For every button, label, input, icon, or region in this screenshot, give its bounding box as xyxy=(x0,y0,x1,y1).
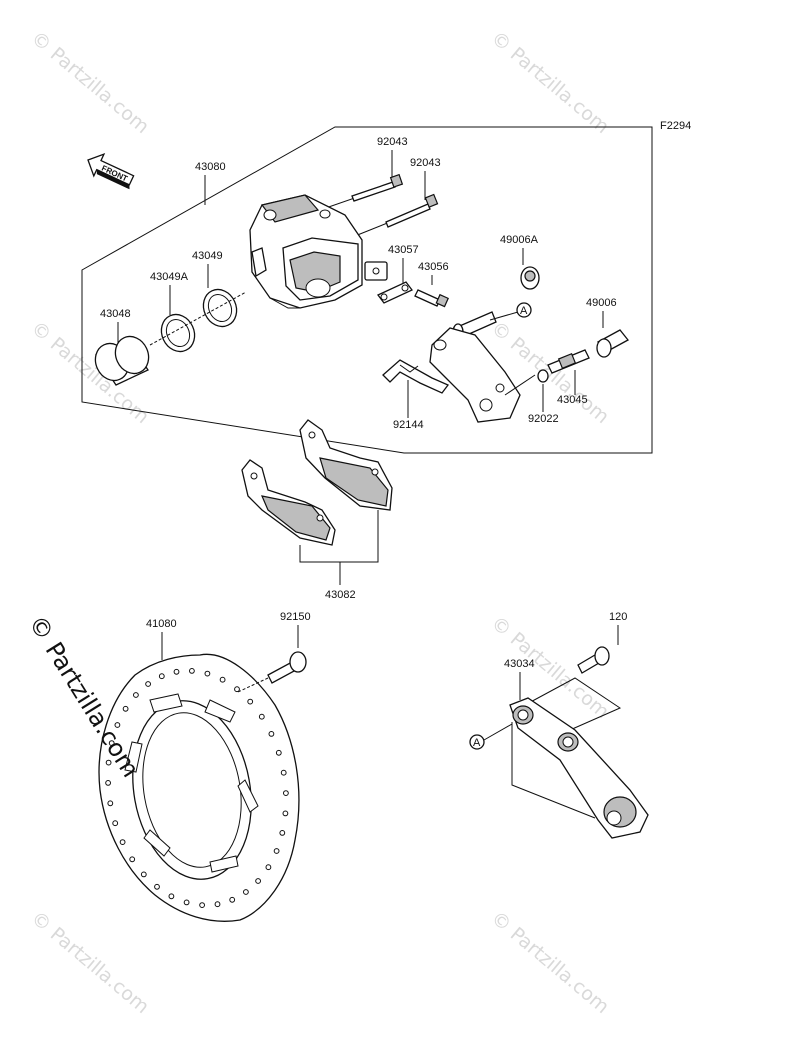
disc-vent-hole xyxy=(273,848,280,854)
reference-marker-a: A xyxy=(469,734,485,750)
part-label-120: 120 xyxy=(609,611,627,623)
disc-vent-hole xyxy=(214,901,221,908)
disc-vent-hole xyxy=(112,820,119,827)
disc-vent-hole xyxy=(122,705,129,712)
disc-vent-hole xyxy=(258,713,265,720)
brake-pad xyxy=(299,419,393,511)
disc-vent-hole xyxy=(183,899,190,906)
part-label-49006: 49006 xyxy=(586,297,617,309)
caliper-assembly-outline xyxy=(81,126,653,454)
disc-vent-hole xyxy=(107,800,114,807)
caliper-pin xyxy=(319,173,404,211)
leader-line xyxy=(524,677,622,731)
part-label-43080: 43080 xyxy=(195,161,226,173)
disc-vent-hole xyxy=(158,673,165,680)
disc-vent-hole xyxy=(283,790,289,796)
disc-vent-hole xyxy=(279,830,286,836)
watermark-text: © Partzilla.com xyxy=(487,27,613,138)
disc-vent-hole xyxy=(133,692,139,698)
part-label-92043: 92043 xyxy=(410,157,441,169)
disc-vent-hole xyxy=(189,668,195,674)
reference-marker-label: A xyxy=(520,305,528,317)
disc-vent-hole xyxy=(268,731,275,737)
disc-vent-hole xyxy=(154,883,160,890)
watermark-text: © Partzilla.com xyxy=(27,907,153,1018)
leader-line xyxy=(504,374,536,396)
torque-link xyxy=(509,697,649,839)
part-label-92150: 92150 xyxy=(280,611,311,623)
part-label-41080: 41080 xyxy=(146,618,177,630)
part-label-43034: 43034 xyxy=(504,658,535,670)
disc-vent-hole xyxy=(255,878,262,884)
disc-vent-hole xyxy=(168,893,175,900)
caliper-piston xyxy=(94,335,150,386)
caliper-bracket xyxy=(429,327,521,423)
diagram-id: F2294 xyxy=(660,120,691,132)
disc-vent-hole xyxy=(173,668,180,675)
part-label-43045: 43045 xyxy=(557,394,588,406)
watermark-text: © Partzilla.com xyxy=(487,907,613,1018)
part-label-43056: 43056 xyxy=(418,261,449,273)
leader-line xyxy=(489,311,519,321)
part-label-49006A: 49006A xyxy=(500,234,539,246)
disc-vent-hole xyxy=(234,686,240,693)
pad-spring xyxy=(382,359,450,394)
link-bolt xyxy=(577,646,610,674)
part-label-43048: 43048 xyxy=(100,308,131,320)
rubber-boot xyxy=(596,329,629,358)
dust-seal xyxy=(160,313,196,353)
part-label-43049: 43049 xyxy=(192,250,223,262)
leader-line xyxy=(483,723,513,741)
disc-vent-hole xyxy=(199,902,206,908)
disc-vent-hole xyxy=(105,780,111,786)
part-label-92144: 92144 xyxy=(393,419,424,431)
disc-vent-hole xyxy=(129,856,136,863)
disc-vent-hole xyxy=(140,871,147,878)
disc-vent-hole xyxy=(280,769,287,776)
assembly-line xyxy=(149,291,247,346)
leader-bracket xyxy=(299,510,379,563)
bleeder-cap xyxy=(376,281,414,304)
washer xyxy=(537,369,549,383)
part-label-43082: 43082 xyxy=(325,589,356,601)
disc-vent-hole xyxy=(114,722,121,728)
disc-vent-hole xyxy=(229,896,236,903)
brake-caliper-body xyxy=(249,194,388,309)
rubber-boot xyxy=(520,266,540,290)
disc-vent-hole xyxy=(275,749,282,756)
reference-marker-a: A xyxy=(516,302,532,318)
disc-vent-hole xyxy=(145,681,152,687)
part-label-92022: 92022 xyxy=(528,413,559,425)
disc-bolt xyxy=(267,651,307,684)
watermark-text: © Partzilla.com xyxy=(27,27,153,138)
disc-vent-hole xyxy=(265,864,272,871)
reference-marker-label: A xyxy=(473,737,481,749)
part-label-43049A: 43049A xyxy=(150,271,189,283)
front-arrow-icon: FRONT xyxy=(87,153,135,190)
leader-line xyxy=(511,722,596,819)
disc-vent-hole xyxy=(247,698,254,705)
bleeder-valve xyxy=(414,289,449,308)
disc-vent-hole xyxy=(219,676,226,683)
assembly-line xyxy=(237,677,269,693)
caliper-pin xyxy=(349,193,439,239)
brake-pad xyxy=(241,459,336,546)
disc-vent-hole xyxy=(105,759,112,766)
disc-vent-hole xyxy=(108,740,115,746)
slide-pin xyxy=(547,349,590,374)
part-label-43057: 43057 xyxy=(388,244,419,256)
disc-vent-hole xyxy=(243,889,249,895)
brake-disc xyxy=(98,653,300,922)
disc-vent-hole xyxy=(282,810,289,817)
disc-vent-hole xyxy=(204,670,211,677)
part-label-92043: 92043 xyxy=(377,136,408,148)
piston-seal xyxy=(202,288,238,328)
disc-vent-hole xyxy=(119,839,126,845)
